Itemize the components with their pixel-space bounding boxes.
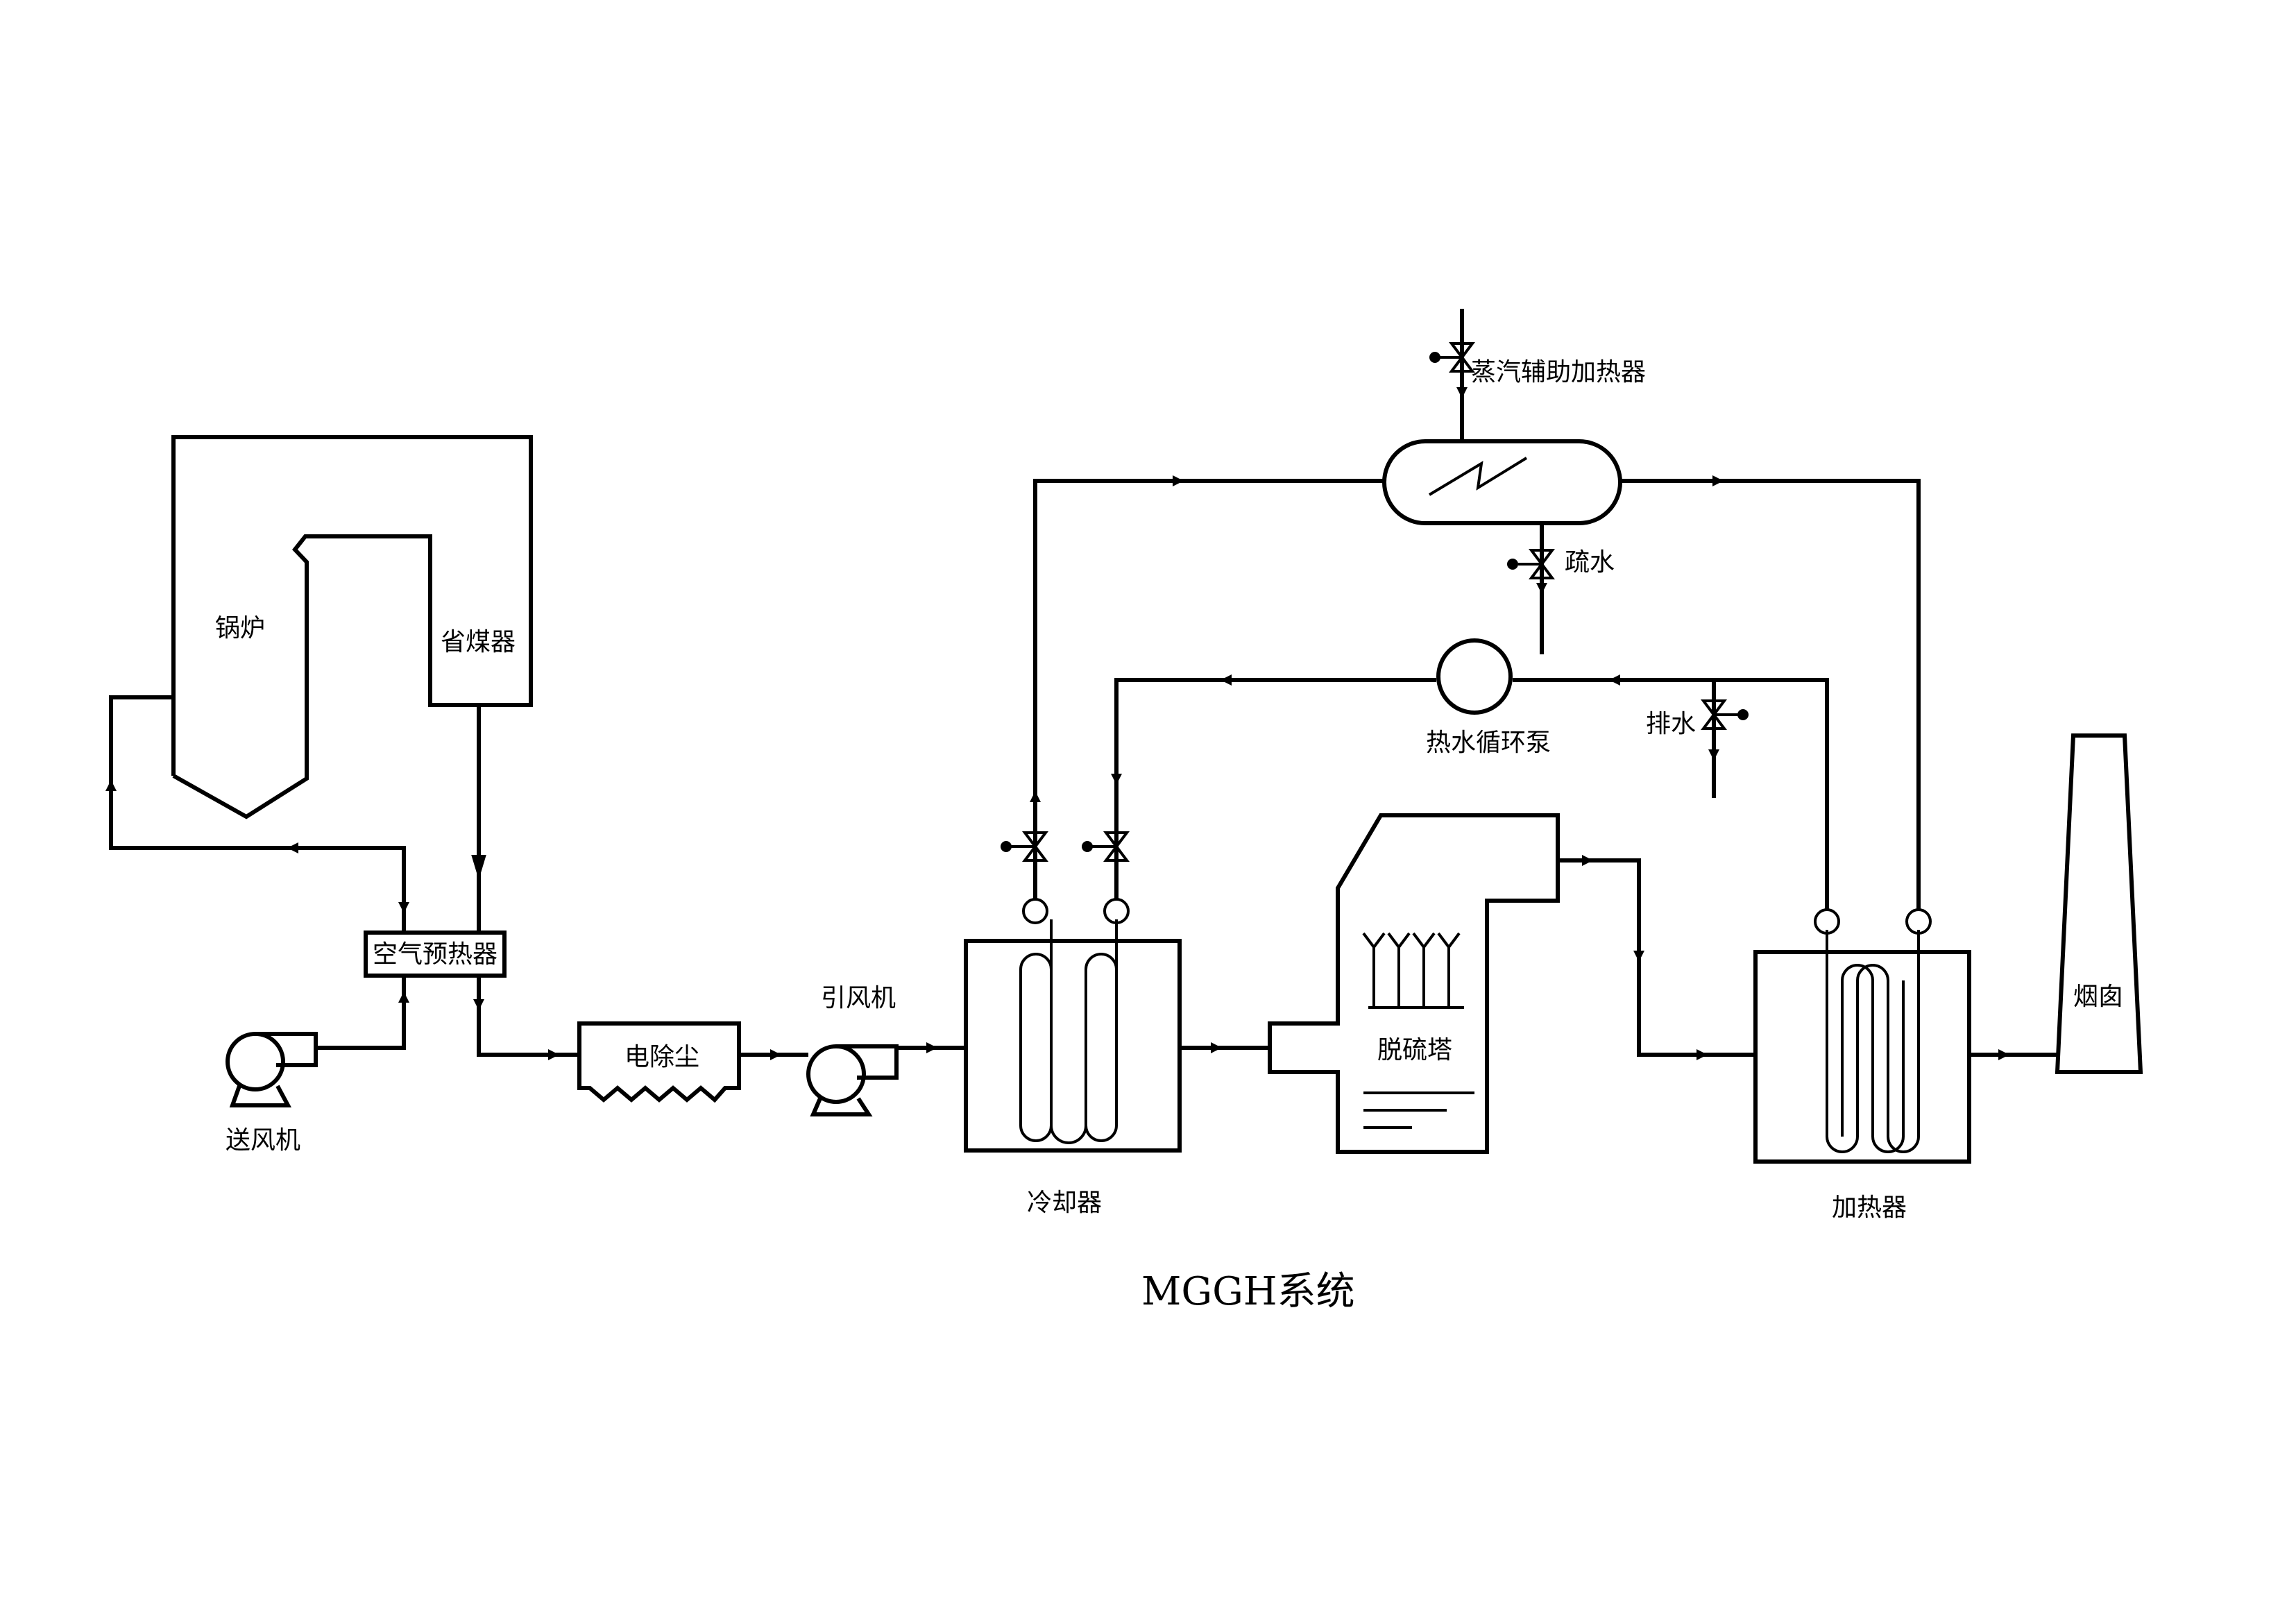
hot-water-pump [1436,638,1513,715]
steam-aux-heater-label: 蒸汽辅助加热器 [1471,358,1646,386]
desulfurization-tower-label: 脱硫塔 [1377,1036,1452,1064]
air-preheater [364,931,507,978]
hot-water-pump-label: 热水循环泵 [1426,729,1551,757]
pipe-steam-heater-to-heater [1620,479,1921,910]
valve-cooler-outlet [1001,831,1048,862]
cooler [964,898,1182,1153]
drain-label: 疏水 [1565,548,1615,577]
cooler-label: 冷却器 [1027,1189,1102,1217]
esp [577,1021,741,1103]
valve-cooler-inlet [1082,831,1130,862]
economizer-label: 省煤器 [441,628,516,656]
pipe-fgd-to-heater [1558,858,1755,1057]
pipe-cooler-inlet [1114,678,1436,899]
pipe-fan-to-aph [316,976,406,1050]
forced-draft-fan [226,1032,318,1107]
pipe-aph-to-esp [477,976,579,1057]
boiler-label: 锅炉 [215,614,265,643]
air-preheater-label: 空气预热器 [373,940,498,969]
valve-drain [1507,549,1555,579]
heater-label: 加热器 [1832,1193,1907,1222]
esp-label: 电除尘 [624,1043,699,1071]
valve-steam-inlet [1429,342,1475,373]
desulfurization-tower [1268,813,1560,1154]
discharge-label: 排水 [1646,710,1696,738]
boiler [171,435,533,819]
induced-draft-fan-label: 引风机 [821,984,896,1012]
valve-discharge [1701,699,1749,730]
steam-aux-heater [1382,439,1622,525]
diagram-title: MGGH系统 [1141,1269,1355,1314]
pipe-aph-to-boiler [109,695,406,933]
chimney [2055,733,2143,1074]
forced-draft-fan-label: 送风机 [226,1126,300,1155]
chimney-label: 烟囱 [2073,983,2123,1011]
pipe-cooler-outlet-up [1033,479,1384,899]
induced-draft-fan [806,1044,899,1116]
heater [1753,908,1971,1164]
